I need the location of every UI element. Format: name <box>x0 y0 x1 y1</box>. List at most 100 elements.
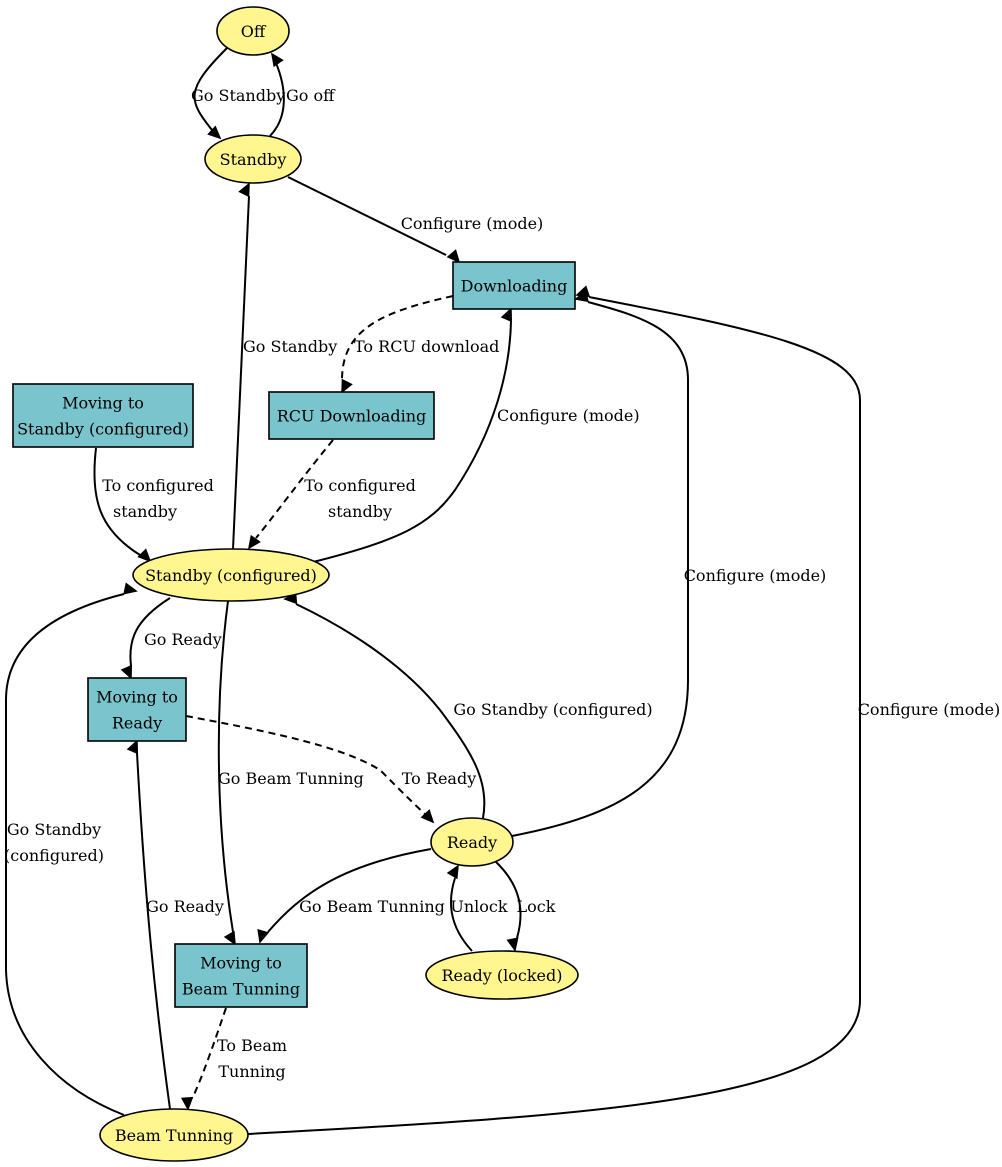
edges-layer <box>5 47 861 1135</box>
arrowhead-icon <box>238 182 250 198</box>
edge-label: To Ready <box>402 769 476 788</box>
edge-label: Go off <box>286 86 336 105</box>
edge-label: (configured) <box>4 846 104 865</box>
edge-ready-downloading <box>511 290 689 837</box>
edge-line <box>269 62 285 137</box>
edge-rcu-stbcfg <box>247 439 334 550</box>
edge-label: Go Beam Tunning <box>299 897 445 916</box>
edge-line <box>511 301 689 837</box>
node-label: Standby <box>220 150 287 169</box>
edge-movstb-stbcfg <box>93 447 152 563</box>
node-label: Downloading <box>461 277 568 296</box>
edge-ready-movbeam <box>257 848 432 944</box>
edge-line <box>495 861 522 939</box>
state-ellipse <box>430 817 514 867</box>
edge-beam-movready <box>126 739 171 1110</box>
node-label: Moving to <box>200 954 282 973</box>
edge-beam-stbcfg <box>5 582 138 1116</box>
edge-label: standby <box>113 502 177 521</box>
edge-label: Go Standby <box>7 820 101 839</box>
edge-label: Go Standby <box>243 337 337 356</box>
edge-label: To configured <box>102 476 214 495</box>
transient-box <box>12 383 194 448</box>
state-ellipse <box>425 950 579 1000</box>
state-ellipse <box>99 1108 249 1162</box>
edge-stbcfg-movbeam <box>217 600 236 946</box>
edge-stbcfg-movready <box>120 597 171 680</box>
arrowhead-icon <box>126 739 139 755</box>
arrowhead-icon <box>270 52 284 68</box>
arrowhead-icon <box>257 929 270 944</box>
node-label: Off <box>241 22 267 41</box>
edge-locked-ready <box>446 864 473 952</box>
edge-label: Go Standby <box>191 86 285 105</box>
edge-label: Go Ready <box>146 897 224 916</box>
edge-label: To Beam <box>217 1036 287 1055</box>
edge-label: To configured <box>304 476 416 495</box>
edge-standby-off <box>269 52 285 137</box>
arrowhead-icon <box>207 125 222 140</box>
node-standby: Standby <box>204 134 302 184</box>
edge-label: standby <box>328 502 392 521</box>
arrowhead-icon <box>420 809 435 824</box>
edge-line <box>312 320 512 563</box>
edge-line <box>185 715 427 816</box>
node-moving-beam: Moving to Beam Tunning <box>174 943 308 1008</box>
edge-line <box>136 752 171 1110</box>
state-ellipse <box>204 134 302 184</box>
node-standby-configured: Standby (configured) <box>132 548 330 602</box>
edge-standby-downloading <box>287 176 461 264</box>
edge-movready-ready <box>185 715 435 824</box>
transient-box <box>87 677 187 742</box>
edge-line <box>287 176 447 256</box>
edge-stbcfg-downloading <box>312 307 513 563</box>
edge-label: Configure (mode) <box>497 406 640 425</box>
node-label: Moving to <box>96 688 178 707</box>
edge-line <box>295 603 486 819</box>
edge-line <box>232 195 250 550</box>
node-label: Ready (locked) <box>441 966 562 985</box>
edge-downloading-rcu <box>341 295 454 394</box>
node-ready-locked: Ready (locked) <box>425 950 579 1000</box>
edge-line <box>450 877 473 952</box>
node-label: Standby (configured) <box>17 420 189 439</box>
edge-label: Lock <box>517 897 556 916</box>
edge-label: Go Beam Tunning <box>218 769 364 788</box>
edge-ready-locked <box>495 861 522 952</box>
arrowhead-icon <box>247 534 261 550</box>
arrowhead-icon <box>500 307 513 323</box>
node-ready: Ready <box>430 817 514 867</box>
edge-line <box>247 296 861 1135</box>
edge-line <box>192 1007 227 1098</box>
edge-label: Go Standby (configured) <box>453 700 652 719</box>
edge-label: Configure (mode) <box>401 214 544 233</box>
arrowhead-icon <box>446 249 461 264</box>
edge-label: Configure (mode) <box>858 700 1001 719</box>
arrowhead-icon <box>506 937 519 952</box>
state-ellipse <box>132 548 330 602</box>
edge-stbcfg-standby <box>232 182 250 550</box>
edge-line <box>193 47 228 131</box>
arrowhead-icon <box>123 582 138 595</box>
edge-label: Unlock <box>450 897 508 916</box>
transient-box <box>452 261 576 310</box>
node-label: Ready <box>112 714 162 733</box>
arrowhead-icon <box>120 664 133 680</box>
node-label: Beam Tunning <box>182 980 300 999</box>
edge-line <box>93 447 141 556</box>
node-label: Standby (configured) <box>145 566 317 585</box>
node-rcu-downloading: RCU Downloading <box>268 391 435 440</box>
edge-line <box>341 295 454 381</box>
edge-line <box>217 600 234 933</box>
node-label: RCU Downloading <box>277 407 427 426</box>
node-label: Ready <box>447 833 497 852</box>
node-moving-ready: Moving to Ready <box>87 677 187 742</box>
edge-beam-downloading <box>247 285 861 1135</box>
edge-label: To RCU download <box>354 337 499 356</box>
node-downloading: Downloading <box>452 261 576 310</box>
node-beam-tunning: Beam Tunning <box>99 1108 249 1162</box>
